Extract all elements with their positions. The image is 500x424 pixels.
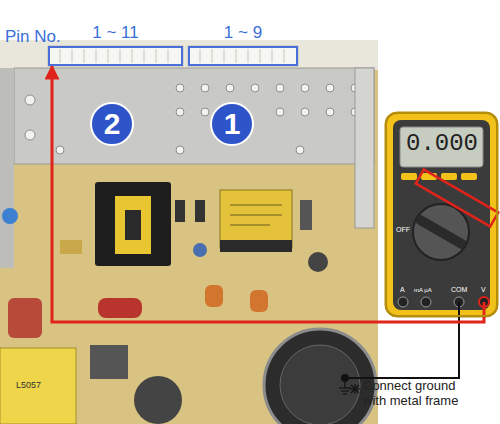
diode: [195, 200, 205, 222]
connector-housing: [188, 46, 298, 66]
note-label: Connect ground with metal frame: [363, 379, 475, 409]
capacitor: [250, 290, 268, 312]
transformer-markings: [230, 205, 282, 225]
resistor-symbol: [98, 298, 142, 318]
input-terminals: [398, 297, 489, 307]
capacitor: [193, 243, 207, 257]
heat-sink-holes: [25, 84, 359, 154]
connector-pins: [60, 49, 284, 63]
pin-range: 1 ~ 9: [190, 23, 296, 43]
capacitor: [205, 285, 223, 307]
connector-housing: [48, 46, 183, 66]
callout-number: 2: [90, 102, 134, 146]
capacitor: [8, 298, 42, 338]
line-filter: [0, 348, 76, 424]
side-bracket: [0, 68, 14, 268]
transformer-core: [115, 196, 151, 254]
capacitor-top: [280, 345, 360, 424]
transformer-base: [220, 240, 292, 252]
heat-sink-edge: [355, 68, 374, 228]
part-marking: L5057: [16, 380, 41, 390]
transformer-core: [125, 210, 141, 240]
dial-knob: [414, 214, 467, 251]
multimeter-body: [385, 112, 498, 317]
heat-sink: [14, 68, 374, 164]
pin-range: 1 ~ 11: [50, 23, 181, 43]
fuse: [60, 240, 82, 254]
callout-number: 1: [224, 109, 241, 139]
highlight-frame: [416, 170, 498, 227]
pcb-board: [0, 40, 378, 424]
connector-outline: 1 ~ 9: [188, 46, 298, 66]
transistor: [300, 200, 312, 230]
display-reading: 0.000: [401, 130, 483, 157]
terminal-label: mA µA: [414, 287, 432, 294]
capacitor: [134, 376, 182, 424]
bridge-rectifier: [90, 345, 128, 379]
transformer: [95, 182, 171, 266]
callout-number: 1: [210, 102, 254, 146]
callout-number: 2: [104, 109, 121, 139]
terminal-label: V: [481, 286, 486, 294]
capacitor: [2, 208, 18, 224]
ground-symbol: [339, 382, 360, 394]
terminal-label: COM: [451, 286, 467, 294]
probe-wire: [483, 302, 486, 317]
wire-end: [341, 374, 349, 382]
ground-wire: [345, 302, 459, 378]
terminal-label: A: [400, 286, 405, 294]
lcd-display: [400, 127, 483, 167]
probe-wire: [52, 66, 484, 322]
diode: [175, 200, 185, 222]
connector-outline: 1 ~ 11: [48, 46, 183, 66]
electrolytic-capacitor: [264, 329, 376, 424]
rotary-dial: [413, 204, 469, 260]
dial-label: OFF: [396, 226, 410, 234]
heading-label: Pin No.: [5, 27, 61, 47]
capacitor: [308, 252, 328, 272]
transformer: [220, 190, 292, 248]
multimeter-face: [393, 120, 490, 310]
